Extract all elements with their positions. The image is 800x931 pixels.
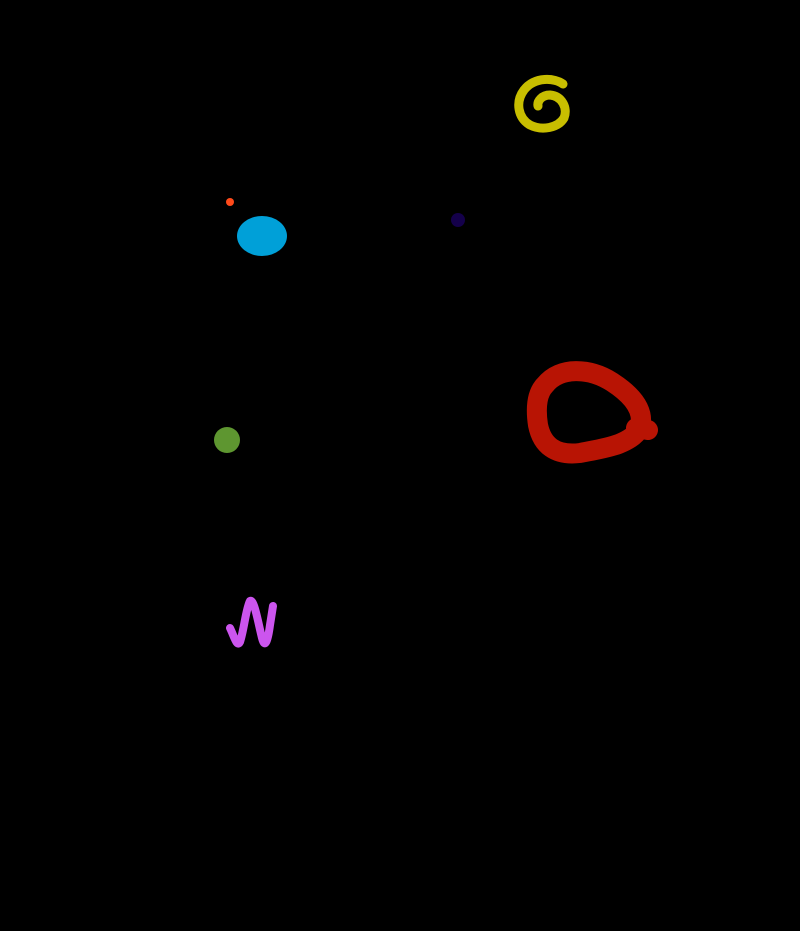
- red-loop: [526, 361, 658, 464]
- blue-blob: [237, 216, 287, 256]
- purple-zigzag: [226, 596, 277, 648]
- green-dot: [214, 427, 240, 453]
- navy-dot: [451, 213, 465, 227]
- yellow-spiral: [514, 75, 570, 133]
- orange-dot: [226, 198, 234, 206]
